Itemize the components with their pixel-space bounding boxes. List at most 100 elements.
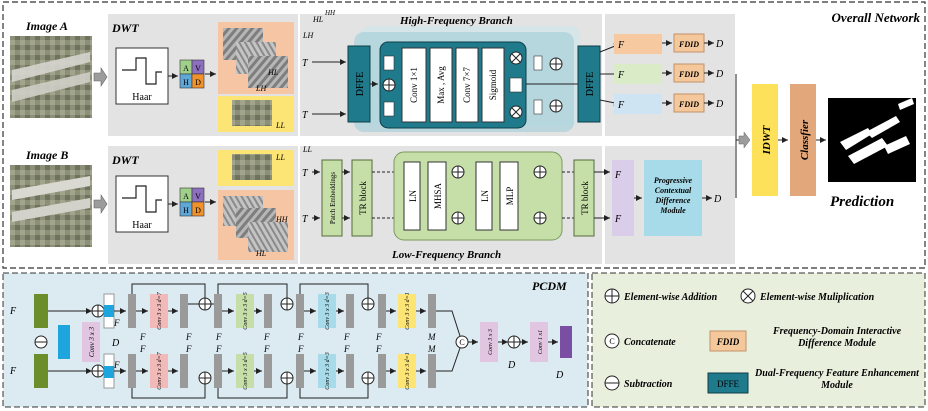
- svg-text:F: F: [297, 332, 304, 342]
- svg-text:C: C: [609, 337, 614, 346]
- f2-input: [34, 354, 48, 388]
- svg-text:D: D: [715, 39, 724, 50]
- svg-text:M: M: [427, 344, 436, 354]
- svg-text:A: A: [183, 192, 189, 201]
- diff-feature: [58, 325, 70, 359]
- svg-text:F: F: [185, 332, 192, 342]
- svg-text:F: F: [9, 366, 17, 377]
- svg-text:F: F: [614, 170, 622, 181]
- classifier-box: [790, 84, 816, 196]
- svg-text:Element-wise Muliplication: Element-wise Muliplication: [759, 292, 875, 303]
- svg-text:F: F: [617, 100, 625, 111]
- haar-box-b: [115, 175, 169, 233]
- svg-text:LL: LL: [275, 153, 285, 162]
- svg-text:D: D: [195, 206, 201, 215]
- svg-text:Classfier: Classfier: [799, 119, 811, 160]
- d-ll: D: [713, 194, 722, 205]
- svg-text:Haar: Haar: [132, 220, 152, 231]
- svg-text:M: M: [427, 332, 436, 342]
- legend-fdid: FDID Frequency-Domain Interactive Differ…: [709, 326, 901, 352]
- svg-text:LL: LL: [275, 121, 285, 130]
- sigmoid-box: [481, 47, 505, 123]
- svg-text:D: D: [555, 370, 564, 381]
- svg-text:F: F: [617, 70, 625, 81]
- dwt-label-a: DWT: [111, 21, 139, 35]
- svg-text:H: H: [183, 78, 189, 87]
- svg-text:F: F: [263, 344, 270, 354]
- svg-text:Conv 3 x 3 d=3: Conv 3 x 3 d=3: [325, 352, 331, 389]
- svg-text:Conv 1×1: Conv 1×1: [409, 67, 419, 103]
- fdid-row-lh: F FDID D: [614, 33, 724, 54]
- svg-text:C: C: [459, 338, 464, 347]
- svg-text:Conv 3 x 3: Conv 3 x 3: [488, 329, 494, 355]
- svg-text:LH: LH: [255, 84, 267, 93]
- svg-text:F: F: [343, 344, 350, 354]
- svg-text:F: F: [139, 332, 146, 342]
- svg-text:HH: HH: [324, 9, 336, 17]
- haar-label-a: Haar: [132, 92, 152, 103]
- svg-text:Conv 3 x 3 d=1: Conv 3 x 3 d=1: [405, 292, 411, 329]
- svg-text:V: V: [195, 192, 201, 201]
- lf-branch-title: Low-Frequency Branch: [391, 249, 501, 261]
- svg-text:DFFE: DFFE: [717, 379, 740, 389]
- svg-text:D: D: [111, 338, 120, 349]
- svg-text:TR block: TR block: [580, 181, 590, 215]
- svg-text:Conv 3 x 3 d=5: Conv 3 x 3 d=5: [243, 292, 249, 329]
- legend-mul: Element-wise Muliplication: [740, 288, 875, 304]
- svg-text:Conv 3 x 3: Conv 3 x 3: [88, 326, 96, 357]
- svg-text:A: A: [183, 64, 189, 73]
- svg-text:F: F: [375, 344, 382, 354]
- pcdm-title: PCDM: [532, 279, 567, 293]
- svg-text:F: F: [215, 332, 222, 342]
- pcdm-bottom-row: Conv 3 x 3 d=7 Conv 3 x 3 d=5 Conv 3 x 3…: [114, 344, 436, 399]
- svg-text:HL: HL: [312, 15, 324, 24]
- svg-text:LN: LN: [408, 190, 418, 202]
- subband-grid-b: A V H D: [179, 187, 205, 217]
- svg-text:Concatenate: Concatenate: [624, 337, 676, 348]
- svg-text:Sigmoid: Sigmoid: [488, 69, 498, 100]
- f1-input: [34, 294, 48, 328]
- svg-text:D: D: [715, 69, 724, 80]
- svg-text:Conv 7×7: Conv 7×7: [462, 67, 472, 103]
- svg-text:Subtraction: Subtraction: [624, 379, 673, 390]
- svg-text:HL: HL: [255, 249, 267, 258]
- prediction-label: Prediction: [830, 194, 894, 210]
- subband-grid-a: A V H D: [179, 59, 205, 89]
- arrow-icon: [93, 194, 108, 214]
- legend-frame: [591, 272, 926, 408]
- maxavg-box: [429, 47, 453, 123]
- overall-network-title: Overall Network: [832, 10, 921, 25]
- fdid-row-hh: F FDID D: [614, 93, 724, 114]
- svg-text:Patch Embeddings: Patch Embeddings: [329, 172, 337, 225]
- svg-text:F: F: [617, 40, 625, 51]
- svg-text:FDID: FDID: [678, 70, 699, 79]
- lf-feature-stack: [612, 160, 634, 236]
- dffe-right: [577, 45, 601, 123]
- t1-lf-label: T: [302, 168, 309, 179]
- svg-text:MLP: MLP: [505, 187, 515, 206]
- svg-text:F: F: [113, 318, 120, 328]
- svg-text:H: H: [183, 206, 189, 215]
- svg-text:TR block: TR block: [358, 181, 368, 215]
- svg-text:Conv 3 x 3 d=7: Conv 3 x 3 d=7: [157, 351, 163, 389]
- svg-text:FDID: FDID: [716, 337, 740, 347]
- svg-text:FDID: FDID: [678, 40, 699, 49]
- pcdm-summary-box: [644, 160, 702, 236]
- svg-text:F: F: [614, 214, 622, 225]
- svg-text:HL: HL: [267, 68, 279, 77]
- tr-block-right: [573, 159, 595, 237]
- dll-output: [560, 326, 572, 358]
- svg-text:D: D: [507, 360, 516, 371]
- svg-text:Conv 1 x1: Conv 1 x1: [538, 330, 544, 354]
- svg-text:Element-wise Addition: Element-wise Addition: [623, 292, 718, 303]
- conv11-merge: [530, 322, 548, 362]
- svg-text:V: V: [195, 64, 201, 73]
- svg-text:HH: HH: [275, 215, 289, 224]
- svg-text:F: F: [343, 332, 350, 342]
- svg-text:D: D: [715, 99, 724, 110]
- svg-text:Max , Avg: Max , Avg: [436, 66, 446, 104]
- legend-dffe: DFFE Dual-Frequency Feature Enhancement …: [707, 368, 919, 394]
- svg-text:F: F: [375, 332, 382, 342]
- svg-text:F: F: [139, 344, 146, 354]
- svg-text:DFFE: DFFE: [585, 72, 596, 96]
